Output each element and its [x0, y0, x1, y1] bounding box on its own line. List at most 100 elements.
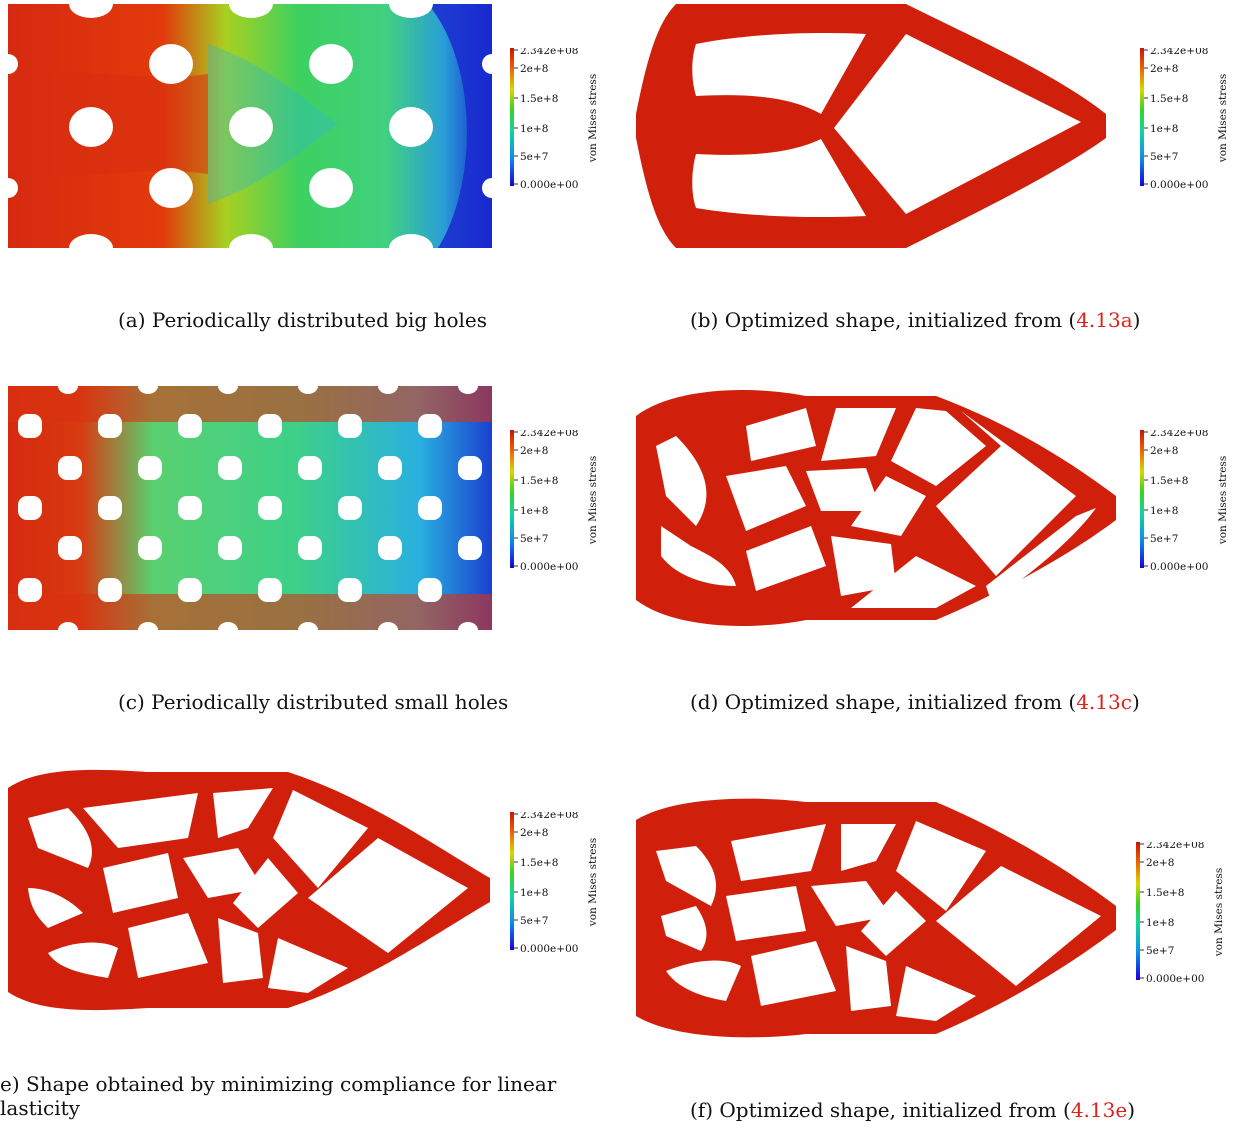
figure-ref-link[interactable]: 4.13c	[1076, 690, 1132, 714]
colorbar-tick-label: 5e+7	[520, 915, 548, 927]
hole	[58, 456, 82, 480]
colorbar-gradient	[510, 430, 514, 568]
hole	[218, 536, 242, 560]
colorbar-tick-label: 0.000e+00	[1150, 179, 1208, 191]
colorbar-tick-label: 1.5e+8	[1150, 475, 1188, 487]
hole	[338, 496, 362, 520]
hole	[178, 578, 202, 602]
colorbar-tick-label: 1.5e+8	[1146, 887, 1184, 899]
colorbar-svg: 2.342e+082e+81.5e+81e+85e+70.000e+00von …	[510, 45, 599, 191]
colorbar-tick-label: 2.342e+08	[520, 48, 578, 57]
edge-notch	[298, 622, 318, 630]
caption-d: (d) Optimized shape, initialized from (4…	[690, 690, 1140, 714]
caption-e: e) Shape obtained by minimizing complian…	[0, 1072, 557, 1120]
plot-e-compliance	[8, 769, 490, 1011]
edge-notch	[378, 386, 398, 394]
colorbar-svg: 2.342e+082e+81.5e+81e+85e+70.000e+00von …	[1140, 427, 1229, 573]
hole	[98, 496, 122, 520]
edge-notch	[58, 386, 78, 394]
hole	[98, 578, 122, 602]
colorbar-gradient	[1136, 842, 1140, 980]
edge-notch	[298, 386, 318, 394]
holes	[8, 4, 492, 248]
hole	[138, 456, 162, 480]
caption-c: (c) Periodically distributed small holes	[118, 690, 509, 714]
hole	[178, 414, 202, 438]
colorbar-title: von Mises stress	[1213, 868, 1225, 957]
hole	[378, 456, 402, 480]
colorbar-tick-label: 2.342e+08	[520, 430, 578, 439]
colorbar-gradient	[1140, 48, 1144, 186]
hole	[458, 536, 482, 560]
colorbar-svg: 2.342e+082e+81.5e+81e+85e+70.000e+00von …	[510, 809, 599, 955]
edge-notch	[138, 386, 158, 394]
holes	[18, 386, 482, 630]
hole	[58, 536, 82, 560]
colorbar-gradient	[510, 48, 514, 186]
hole	[258, 578, 282, 602]
colorbar-tick-label: 1.5e+8	[1150, 93, 1188, 105]
hole	[178, 496, 202, 520]
caption-a: (a) Periodically distributed big holes	[118, 308, 488, 332]
hole	[98, 414, 122, 438]
colorbar-svg: 2.342e+082e+81.5e+81e+85e+70.000e+00von …	[1136, 839, 1225, 985]
hole	[418, 414, 442, 438]
colorbar-title: von Mises stress	[587, 838, 599, 927]
colorbar-tick-label: 1.5e+8	[520, 475, 558, 487]
colorbar-tick-label: 0.000e+00	[1146, 973, 1204, 985]
hole	[258, 496, 282, 520]
hole	[338, 578, 362, 602]
colorbar-tick-label: 2.342e+08	[1150, 48, 1208, 57]
colorbar-tick-label: 0.000e+00	[520, 561, 578, 573]
colorbar-tick-label: 2e+8	[520, 63, 548, 75]
colorbar-tick-label: 1e+8	[1150, 123, 1178, 135]
colorbar-gradient	[1140, 430, 1144, 568]
edge-notch	[138, 622, 158, 630]
colorbar-tick-label: 2e+8	[1150, 63, 1178, 75]
colorbar-tick-label: 1e+8	[1150, 505, 1178, 517]
colorbar-tick-label: 1e+8	[520, 887, 548, 899]
hole	[378, 536, 402, 560]
colorbar-tick-label: 0.000e+00	[1150, 561, 1208, 573]
colorbar-tick-label: 5e+7	[520, 151, 548, 163]
colorbar-title: von Mises stress	[1217, 456, 1229, 545]
colorbar-tick-label: 0.000e+00	[520, 943, 578, 955]
colorbar-tick-label: 1.5e+8	[520, 93, 558, 105]
edge-notch	[458, 622, 478, 630]
plot-a-big-holes	[8, 4, 492, 248]
colorbar-tick-label: 2.342e+08	[1146, 842, 1204, 851]
hole	[418, 578, 442, 602]
hole	[138, 536, 162, 560]
colorbar-tick-label: 1e+8	[1146, 917, 1174, 929]
colorbar-tick-label: 2e+8	[1150, 445, 1178, 457]
figure-ref-link[interactable]: 4.13e	[1070, 1098, 1128, 1122]
plot-f-optimized	[636, 798, 1116, 1038]
hole	[338, 414, 362, 438]
colorbar-tick-label: 2e+8	[520, 827, 548, 839]
colorbar-title: von Mises stress	[587, 74, 599, 163]
hole	[418, 496, 442, 520]
colorbar-tick-label: 1e+8	[520, 123, 548, 135]
hole	[18, 496, 42, 520]
colorbar-tick-label: 5e+7	[1150, 151, 1178, 163]
colorbar-tick-label: 5e+7	[520, 533, 548, 545]
colorbar-gradient	[510, 812, 514, 950]
plot-b-optimized	[636, 4, 1106, 248]
edge-notch	[458, 386, 478, 394]
edge-notch	[218, 622, 238, 630]
caption-b: (b) Optimized shape, initialized from (4…	[690, 308, 1141, 332]
hole	[298, 536, 322, 560]
colorbar-tick-label: 1.5e+8	[520, 857, 558, 869]
colorbar-tick-label: 5e+7	[1146, 945, 1174, 957]
colorbar-title: von Mises stress	[587, 456, 599, 545]
edge-notch	[218, 386, 238, 394]
hole	[218, 456, 242, 480]
hole	[18, 414, 42, 438]
plot-c-small-holes	[8, 386, 492, 630]
hole	[258, 414, 282, 438]
figure-ref-link[interactable]: 4.13a	[1076, 308, 1133, 332]
